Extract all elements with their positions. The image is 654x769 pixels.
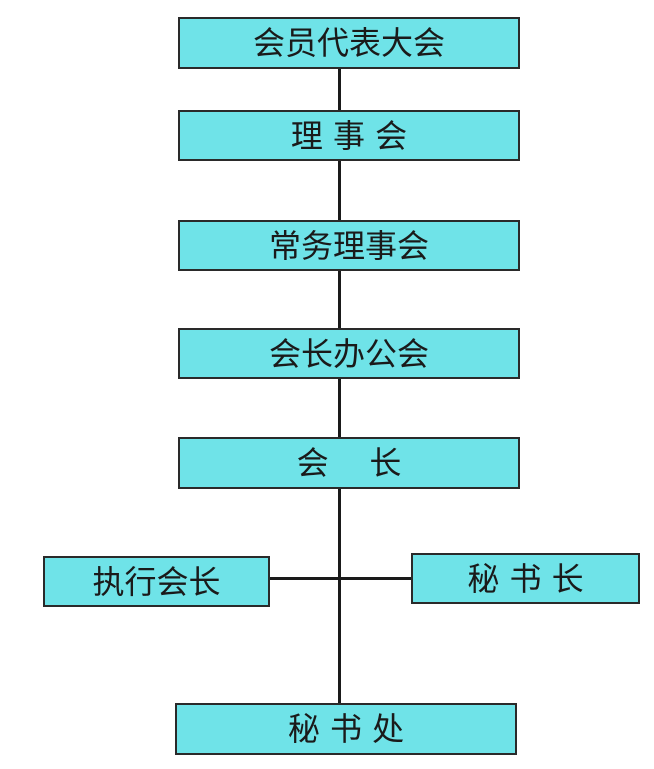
node-general-assembly: 会员代表大会 [178, 17, 520, 69]
node-general-assembly-label: 会员代表大会 [252, 24, 445, 62]
node-council: 理 事 会 [178, 110, 520, 161]
node-executive-president-label: 执行会长 [92, 562, 221, 601]
node-standing-council-label: 常务理事会 [268, 226, 429, 265]
node-president-office-meeting-label: 会长办公会 [268, 334, 429, 373]
node-council-label: 理 事 会 [290, 116, 408, 155]
node-president: 会 长 [178, 437, 520, 489]
node-president-label: 会 长 [296, 444, 402, 482]
node-secretary-general-label: 秘 书 长 [467, 559, 584, 598]
node-secretary-general: 秘 书 长 [411, 553, 640, 604]
node-executive-president: 执行会长 [43, 556, 270, 607]
node-standing-council: 常务理事会 [178, 220, 520, 271]
node-president-office-meeting: 会长办公会 [178, 328, 520, 379]
node-secretariat-label: 秘 书 处 [287, 710, 405, 748]
node-secretariat: 秘 书 处 [175, 703, 517, 755]
connector-branch-horizontal [268, 577, 412, 580]
connector-main-vertical [338, 68, 341, 704]
